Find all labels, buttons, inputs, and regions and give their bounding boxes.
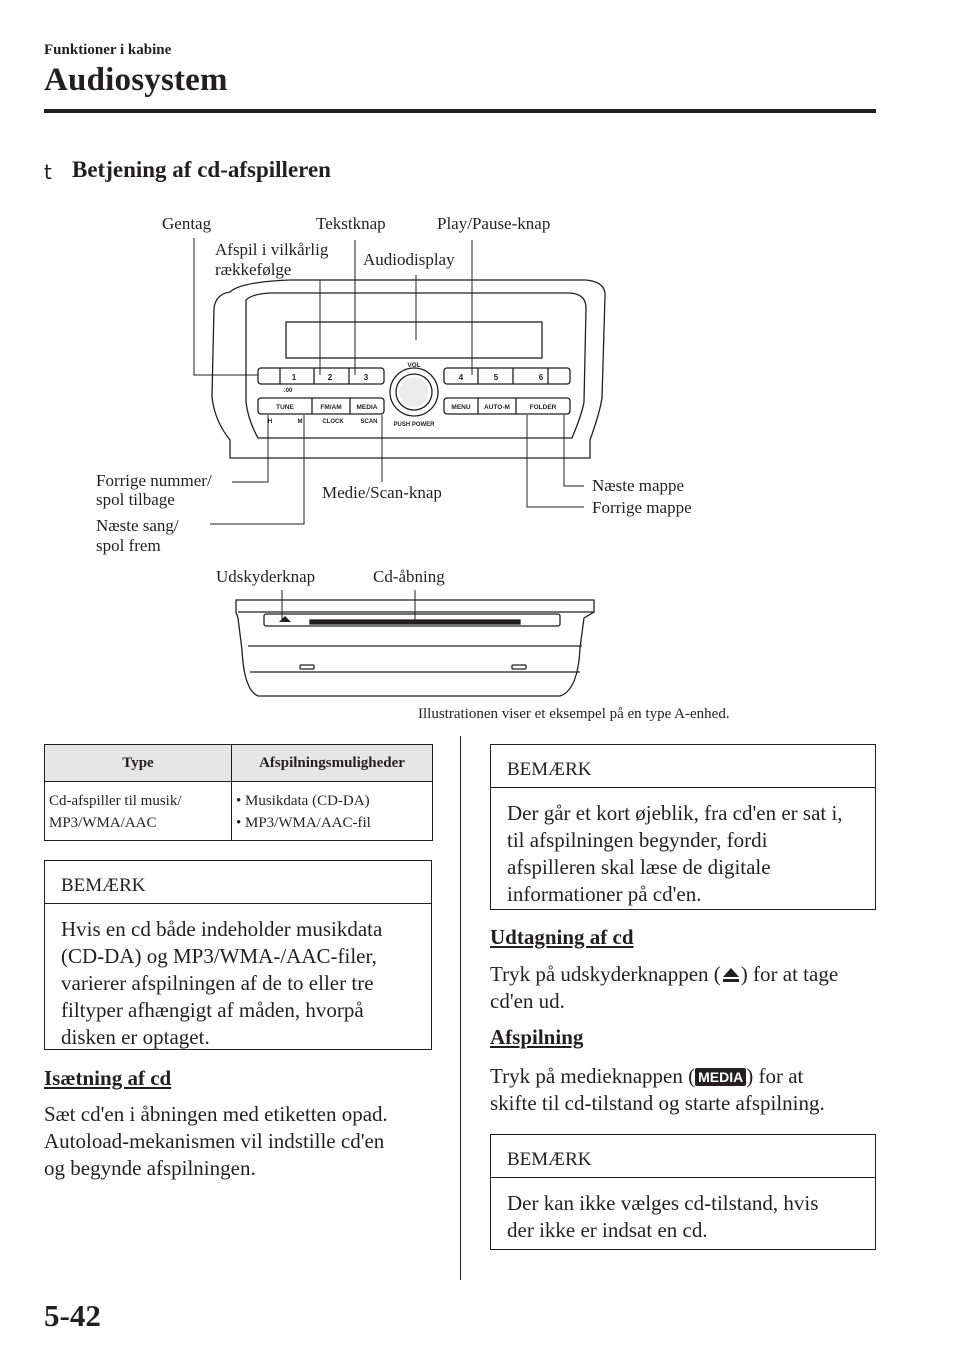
label-random-line1: Afspil i vilkårlig [215,240,329,259]
play-text-line1: Tryk på medieknappen (MEDIA) for at [490,1063,803,1090]
page-number: 5-42 [44,1298,101,1333]
note-title: BEMÆRK [45,861,431,904]
panel-clock-mark: :00 [284,388,293,394]
label-audio-display: Audiodisplay [363,250,455,269]
panel-vol: VOL [407,362,420,369]
label-repeat: Gentag [162,214,212,233]
note-title: BEMÆRK [491,1135,875,1178]
table-header-type: Type [44,744,232,782]
panel-clock: CLOCK [322,419,344,425]
note-box-right-1: BEMÆRK Der går et kort øjeblik, fra cd'e… [490,744,876,910]
panel-fm-am: FM/AM [320,404,341,411]
panel-preset-4: 4 [459,373,464,382]
table-cell-type: Cd-afspiller til musik/ MP3/WMA/AAC [44,781,232,841]
panel-m: M [298,419,303,425]
panel-scan: SCAN [360,419,377,425]
play-text-c: skifte til cd-tilstand og starte afspiln… [490,1091,825,1115]
play-text-a: Tryk på medieknappen ( [490,1064,696,1088]
panel-preset-5: 5 [494,373,499,382]
table-row: Cd-afspiller til musik/ MP3/WMA/AAC • Mu… [44,781,433,841]
note-box-right-2: BEMÆRK Der kan ikke vælges cd-tilstand, … [490,1134,876,1250]
audio-unit-illustration: 1 2 3 4 5 6 :00 TUNE FM/AM MEDIA VOL MEN… [193,238,606,697]
eject-symbol-icon [279,616,291,622]
header-rule [44,109,876,113]
table-cell-options: • Musikdata (CD-DA) • MP3/WMA/AAC-fil [231,781,433,841]
play-heading: Afspilning [490,1025,584,1049]
note-body: Der går et kort øjeblik, fra cd'en er sa… [507,801,843,906]
panel-tune: TUNE [276,404,294,411]
label-text-button: Tekstknap [316,214,386,233]
label-next-folder: Næste mappe [592,476,685,495]
panel-push-power: PUSH POWER [393,422,435,428]
panel-folder: FOLDER [530,404,557,411]
label-prev-track-line1: Forrige nummer/ [96,471,212,490]
note-body: Hvis en cd både indeholder musikdata (CD… [61,917,383,1049]
insert-heading: Isætning af cd [44,1066,172,1090]
label-cd-slot: Cd-åbning [373,567,445,586]
label-prev-folder: Forrige mappe [592,498,692,517]
table-header-options: Afspilningsmuligheder [231,744,433,782]
playback-options-table: Type Afspilningsmuligheder Cd-afspiller … [44,744,433,841]
label-next-track-line1: Næste sang/ [96,516,179,535]
media-button-icon: MEDIA [695,1068,747,1086]
section-heading: Betjening af cd-afspilleren [72,157,331,182]
panel-menu: MENU [451,404,470,411]
section-marker-icon: t [44,160,52,184]
panel-media: MEDIA [357,404,378,411]
panel-preset-3: 3 [364,373,369,382]
label-prev-track-line2: spol tilbage [96,490,175,509]
label-play-pause: Play/Pause-knap [437,214,551,233]
play-text-b: ) for at [746,1064,804,1088]
panel-preset-6: 6 [539,373,544,382]
chapter-title: Audiosystem [44,62,228,98]
note-body: Der kan ikke vælges cd-tilstand, hvis de… [507,1191,819,1242]
note-title: BEMÆRK [491,745,875,788]
label-next-track-line2: spol frem [96,536,161,555]
panel-h: H [268,419,272,425]
label-eject: Udskyderknap [216,567,316,586]
label-media-scan: Medie/Scan-knap [322,483,442,502]
panel-auto-m: AUTO-M [484,404,510,411]
note-box-left: BEMÆRK Hvis en cd både indeholder musikd… [44,860,432,1050]
eject-text-line1: Tryk på udskyderknappen ( ) for at tage [490,961,838,991]
eject-text-c: cd'en ud. [490,989,565,1013]
insert-text: Sæt cd'en i åbningen med etiketten opad.… [44,1102,388,1180]
figure-caption: Illustrationen viser et eksempel på en t… [418,706,730,722]
panel-preset-2: 2 [328,373,333,382]
panel-preset-1: 1 [292,373,297,382]
label-random-line2: rækkefølge [215,260,292,279]
eject-icon [721,964,741,991]
eject-text-a: Tryk på udskyderknappen ( [490,962,721,986]
eject-heading: Udtagning af cd [490,925,634,949]
section-label: Funktioner i kabine [44,42,172,58]
eject-text-b: ) for at tage [740,962,839,986]
column-divider [460,736,461,1280]
